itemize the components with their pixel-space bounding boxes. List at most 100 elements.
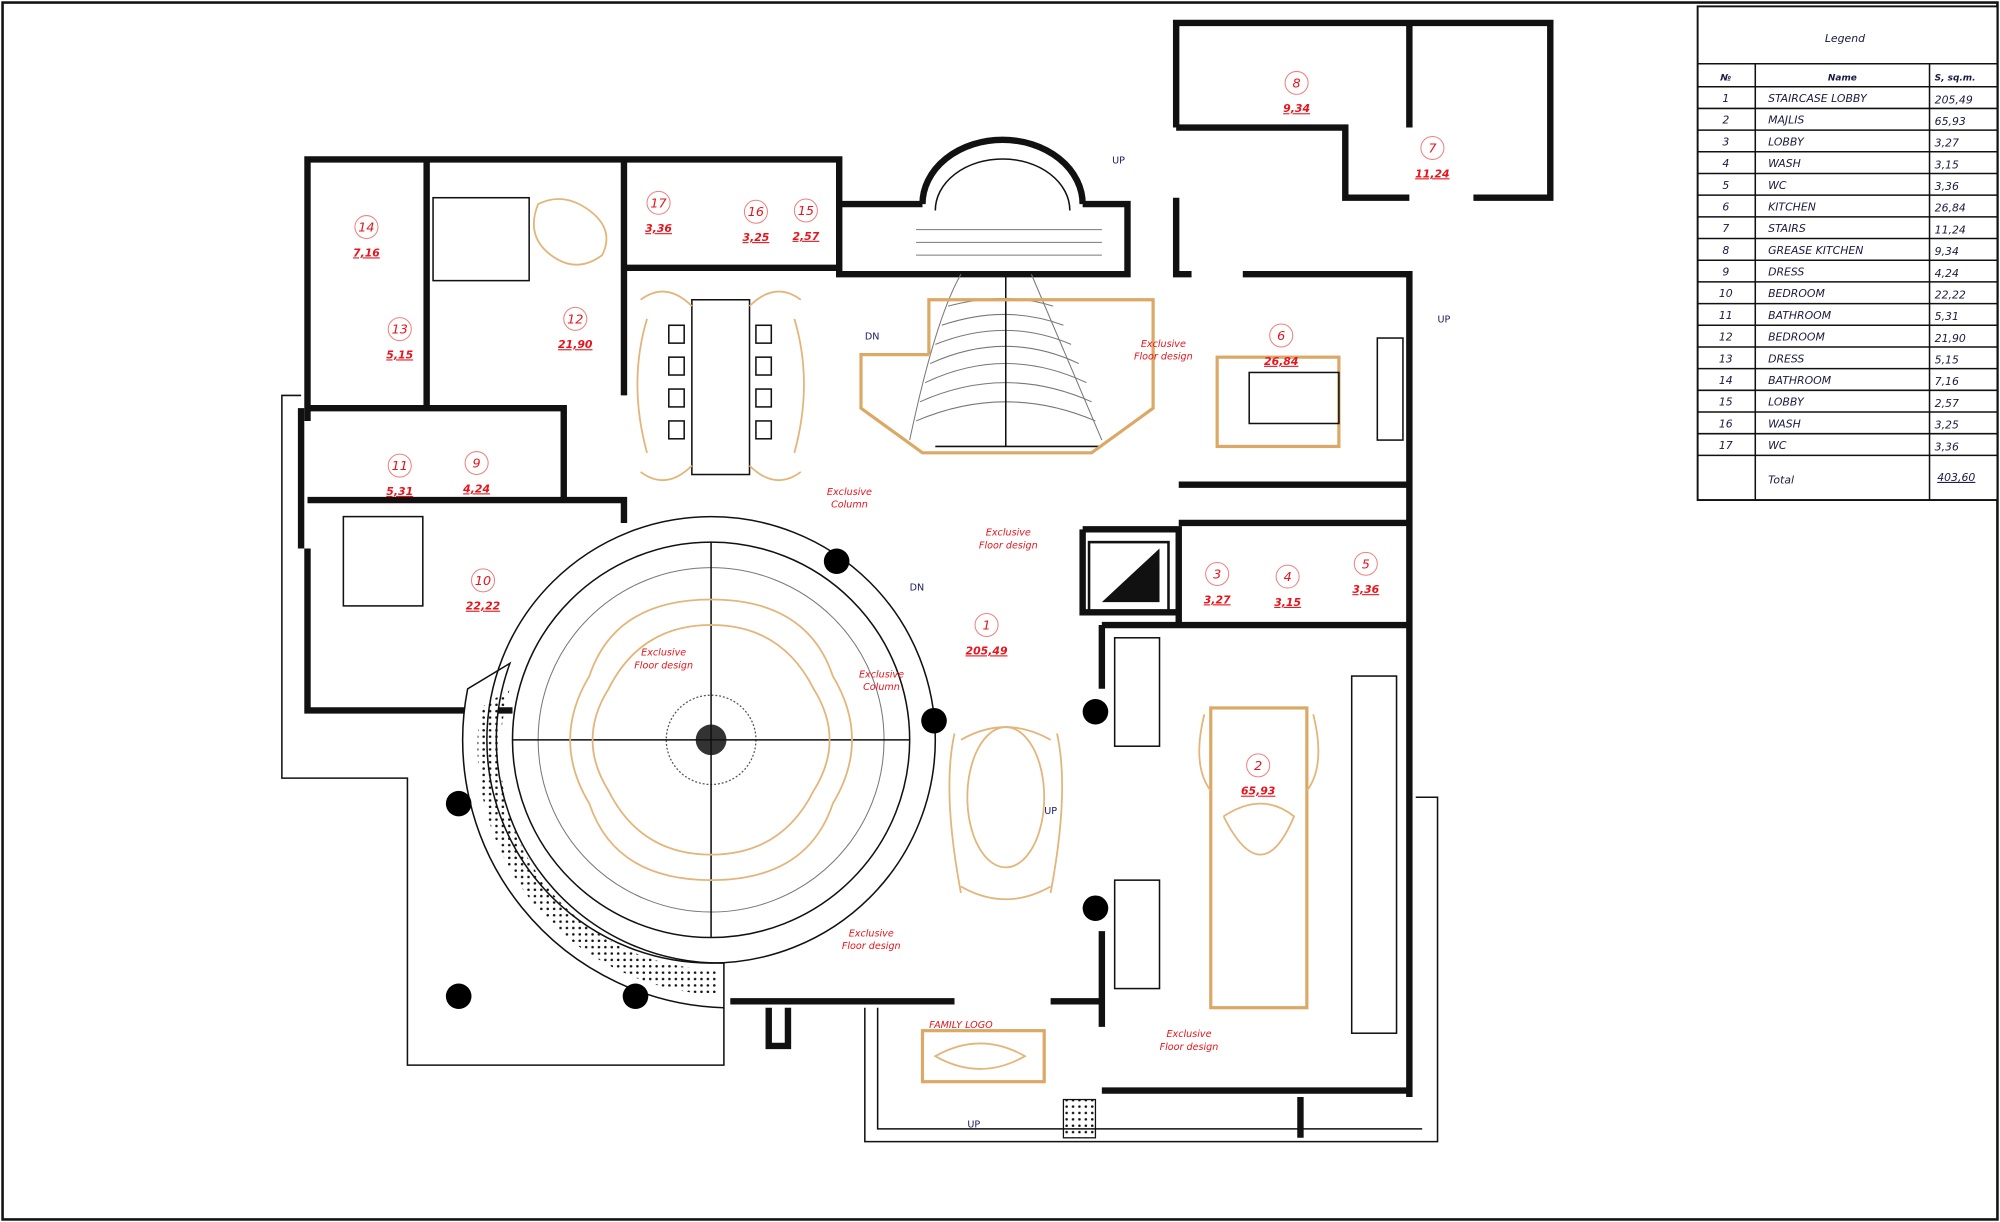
columns <box>445 548 1109 1009</box>
legend-row-num: 12 <box>1719 331 1733 344</box>
grand-staircase <box>909 229 1103 448</box>
room-marker: 265,93 <box>1241 753 1275 798</box>
legend-row-num: 13 <box>1719 352 1733 365</box>
room-number: 12 <box>567 312 583 327</box>
room-marker: 94,24 <box>462 451 490 495</box>
room-area: 65,93 <box>1241 785 1275 798</box>
legend-row-area: 21,90 <box>1935 332 1966 345</box>
legend-row-area: 22,22 <box>1935 289 1966 302</box>
legend-header-area: S, sq.m. <box>1935 73 1976 83</box>
column-note: Column <box>863 682 900 693</box>
legend-row-name: BATHROOM <box>1768 309 1832 322</box>
family-logo-panel <box>920 1029 1097 1139</box>
legend-row-area: 3,15 <box>1935 158 1959 171</box>
room-marker: 89,34 <box>1283 70 1310 115</box>
legend-row-num: 11 <box>1719 309 1733 322</box>
legend-row: 3 LOBBY 3,27 <box>1697 129 1998 150</box>
legend-row-num: 14 <box>1719 374 1733 387</box>
floor-design-note: Exclusive <box>986 528 1031 539</box>
floor-design-note: Floor design <box>1134 352 1193 363</box>
legend-row-name: LOBBY <box>1768 135 1805 148</box>
legend-row-area: 5,15 <box>1935 354 1959 367</box>
room-number-circle <box>1420 135 1445 160</box>
legend-row-name: STAIRCASE LOBBY <box>1768 92 1868 105</box>
column-note: Exclusive <box>859 669 904 680</box>
legend-row-name: LOBBY <box>1768 396 1805 409</box>
service-stair <box>1087 540 1170 614</box>
legend-row-num: 5 <box>1722 179 1729 192</box>
room-number: 1 <box>982 619 990 634</box>
legend-row: 1 STAIRCASE LOBBY 205,49 <box>1697 85 1998 106</box>
legend-row-num: 9 <box>1722 266 1729 279</box>
legend-row-num: 10 <box>1719 287 1733 300</box>
legend-row-name: KITCHEN <box>1768 200 1816 213</box>
legend-row-num: 2 <box>1722 114 1729 127</box>
room-marker: 147,16 <box>353 215 380 259</box>
legend-row-num: 16 <box>1719 417 1733 430</box>
room-number: 16 <box>748 205 764 220</box>
legend-row-area: 4,24 <box>1935 267 1959 280</box>
room-number-circle <box>646 190 671 215</box>
family-logo-label: FAMILY LOGO <box>929 1020 993 1031</box>
room-area: 9,34 <box>1283 102 1310 115</box>
room-number: 15 <box>798 204 814 219</box>
room-number-circle <box>1284 70 1309 95</box>
legend-row-num: 1 <box>1722 92 1729 105</box>
floor-design-note: Exclusive <box>641 648 686 659</box>
room-number-circle <box>563 306 588 331</box>
room-number: 6 <box>1277 329 1285 344</box>
down-label: DN <box>865 331 880 342</box>
down-label: DN <box>910 583 925 594</box>
legend-row-area: 5,31 <box>1935 310 1959 323</box>
room-area: 26,84 <box>1264 355 1298 368</box>
floor-design-note: Floor design <box>634 660 693 671</box>
legend-row-name: BEDROOM <box>1768 287 1825 300</box>
room-number-circle <box>387 453 412 478</box>
legend-row-name: STAIRS <box>1768 222 1806 235</box>
room-marker: 135,15 <box>386 317 413 361</box>
room-area: 11,24 <box>1415 167 1449 180</box>
legend-row-name: WASH <box>1768 417 1801 430</box>
up-label: UP <box>1438 315 1451 326</box>
room-marker: 626,84 <box>1264 323 1298 368</box>
legend-total-label: Total <box>1768 473 1794 486</box>
legend-row-area: 3,25 <box>1935 419 1959 432</box>
room-area: 5,31 <box>386 485 413 498</box>
stair-tower-inner <box>934 158 1071 211</box>
legend-row-num: 3 <box>1722 135 1729 148</box>
room-number-circle <box>974 613 999 638</box>
room-number: 13 <box>392 323 408 338</box>
room-number: 8 <box>1293 76 1301 91</box>
room-marker: 173,36 <box>645 190 672 235</box>
legend-row: 9 DRESS 4,24 <box>1697 259 1998 280</box>
up-label: UP <box>1044 806 1057 817</box>
terrace-outline <box>281 394 725 1066</box>
legend-row: 16 WASH 3,25 <box>1697 411 1998 432</box>
legend-row-name: DRESS <box>1768 266 1804 279</box>
legend-row-area: 205,49 <box>1935 93 1973 106</box>
up-label: UP <box>1112 155 1125 166</box>
legend-row-area: 26,84 <box>1935 202 1966 215</box>
room-number-circle <box>1353 551 1378 576</box>
legend-row-area: 3,27 <box>1935 137 1959 150</box>
stair-floor-design <box>859 298 1155 455</box>
rotunda <box>461 515 937 1009</box>
room-area: 3,36 <box>1352 583 1379 596</box>
room-number-circle <box>1246 753 1271 778</box>
beds <box>342 196 530 607</box>
room-marker: 163,25 <box>742 199 769 244</box>
room-number-circle <box>464 451 489 476</box>
floor-design-note: Exclusive <box>1141 339 1186 350</box>
legend-row-num: 7 <box>1722 222 1729 235</box>
legend-row-area: 7,16 <box>1935 375 1959 388</box>
room-number: 14 <box>358 221 374 236</box>
